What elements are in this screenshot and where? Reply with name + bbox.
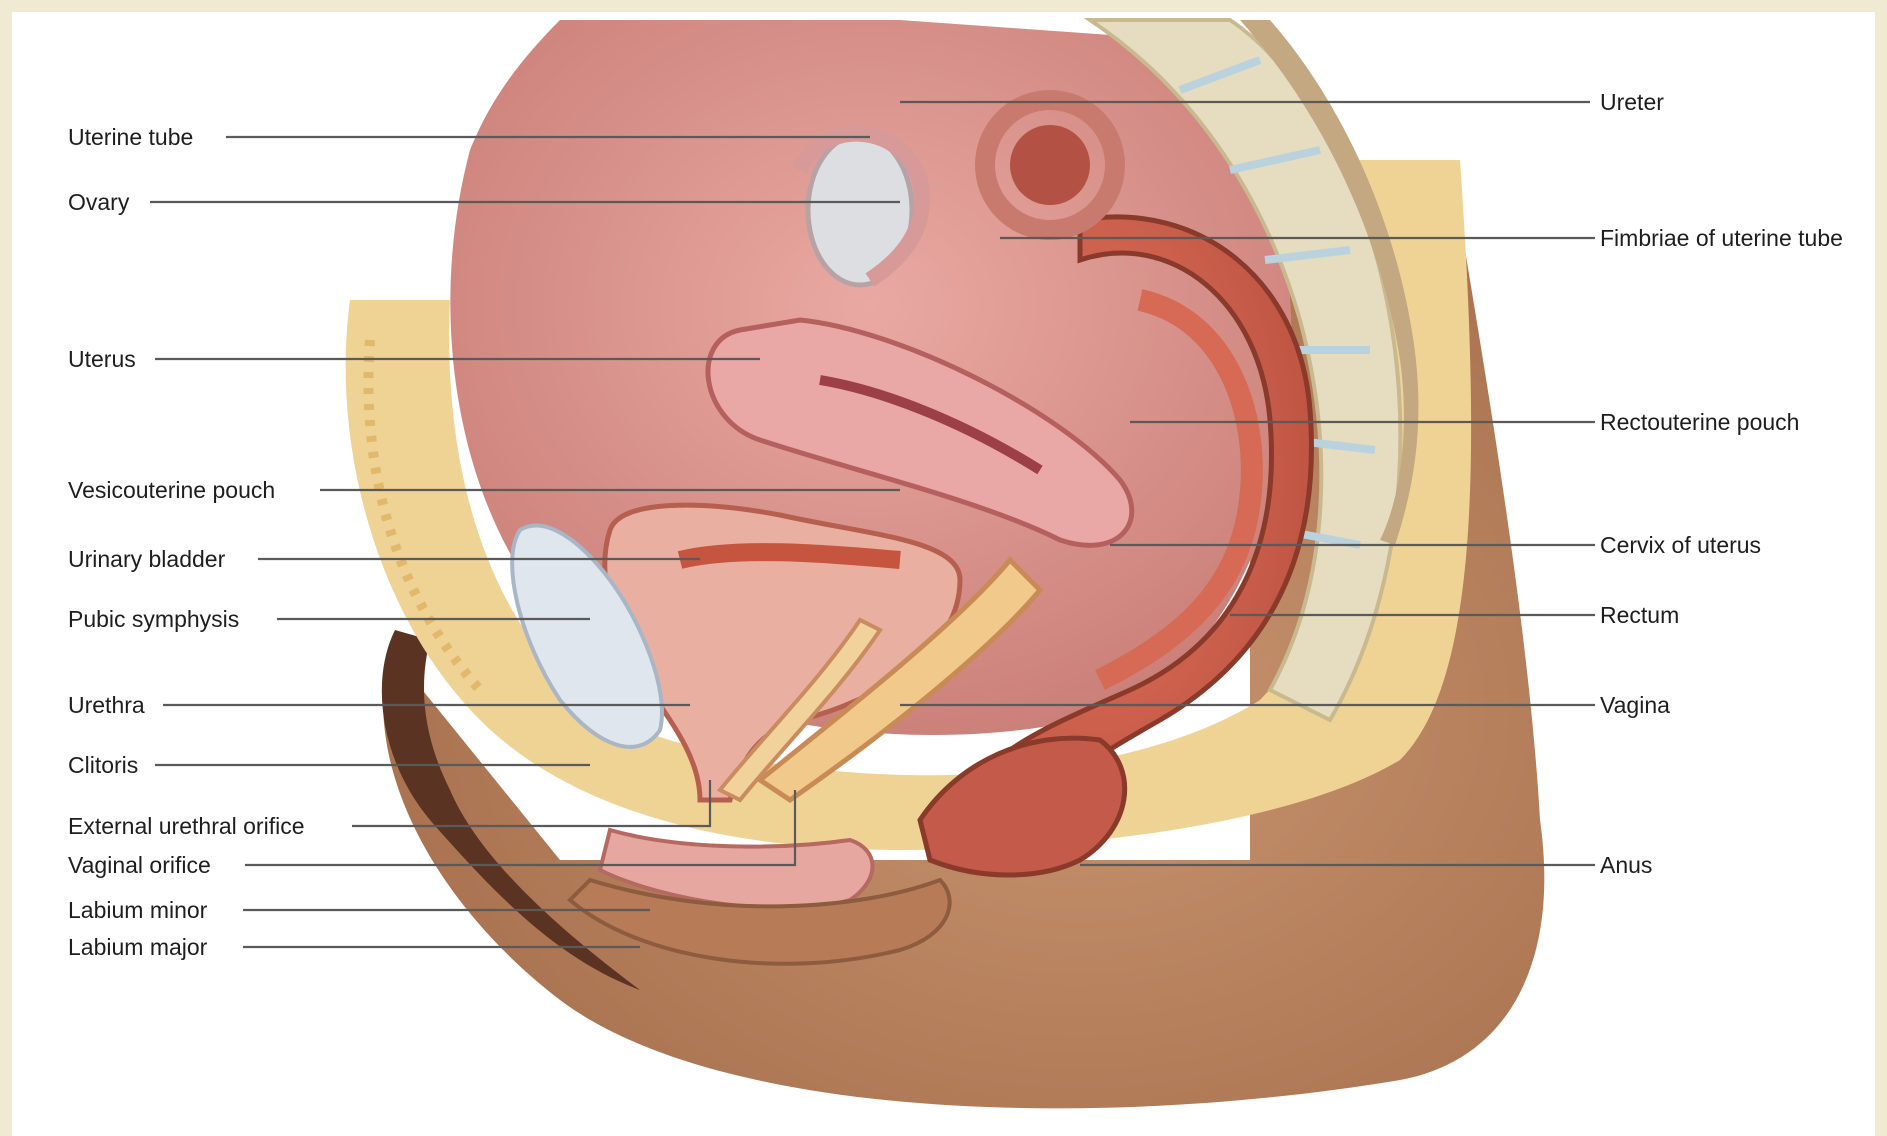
- label-external-urethral-orifice: External urethral orifice: [68, 813, 305, 839]
- label-uterus: Uterus: [68, 346, 136, 372]
- label-vagina: Vagina: [1600, 692, 1670, 718]
- label-anus: Anus: [1600, 852, 1652, 878]
- label-ureter: Ureter: [1600, 89, 1664, 115]
- fimbriae-inner: [1010, 125, 1090, 205]
- anal-canal: [920, 738, 1125, 875]
- label-pubic-symphysis: Pubic symphysis: [68, 606, 239, 632]
- label-rectum: Rectum: [1600, 602, 1679, 628]
- label-fimbriae-of-uterine-tube: Fimbriae of uterine tube: [1600, 225, 1843, 251]
- label-cervix-of-uterus: Cervix of uterus: [1600, 532, 1761, 558]
- label-ovary: Ovary: [68, 189, 129, 215]
- label-vesicouterine-pouch: Vesicouterine pouch: [68, 477, 275, 503]
- label-vaginal-orifice: Vaginal orifice: [68, 852, 211, 878]
- label-clitoris: Clitoris: [68, 752, 138, 778]
- label-labium-minor: Labium minor: [68, 897, 207, 923]
- label-rectouterine-pouch: Rectouterine pouch: [1600, 409, 1799, 435]
- bladder-lumen: [680, 552, 900, 560]
- label-labium-major: Labium major: [68, 934, 207, 960]
- label-urethra: Urethra: [68, 692, 145, 718]
- label-urinary-bladder: Urinary bladder: [68, 546, 225, 572]
- label-uterine-tube: Uterine tube: [68, 124, 193, 150]
